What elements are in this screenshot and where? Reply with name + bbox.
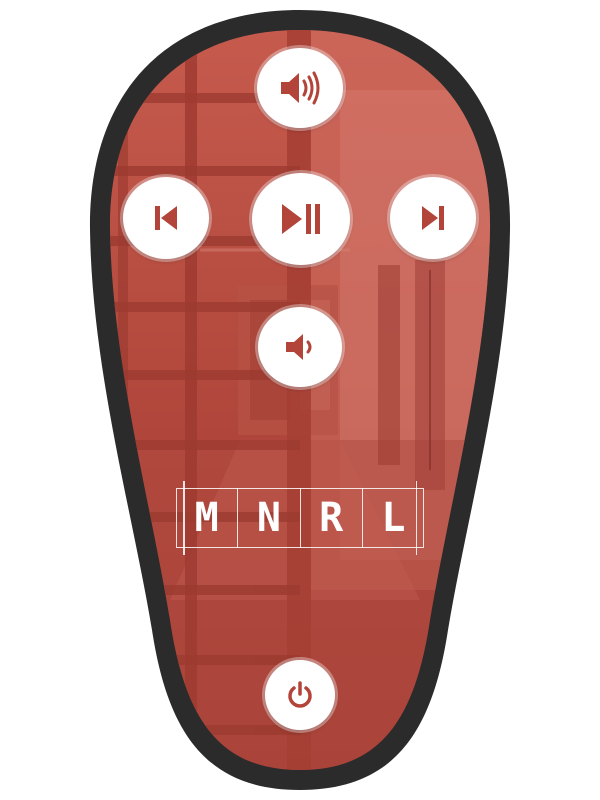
skip-next-icon: [422, 206, 444, 230]
logo-letter: L: [381, 495, 406, 541]
play-pause-icon: [282, 204, 320, 234]
previous-button[interactable]: [123, 177, 209, 259]
next-button[interactable]: [390, 177, 476, 259]
volume-up-button[interactable]: [257, 48, 343, 128]
logo-letter: R: [301, 488, 363, 548]
brand-logo: M N R L: [176, 488, 424, 548]
volume-down-button[interactable]: [258, 307, 342, 387]
play-pause-button[interactable]: [252, 173, 350, 265]
power-icon: [288, 681, 312, 708]
logo-letter: N: [238, 488, 301, 548]
speaker-loud-icon: [281, 71, 320, 105]
power-button[interactable]: [265, 660, 335, 730]
logo-letter: M: [176, 488, 239, 548]
speaker-quiet-icon: [286, 334, 312, 360]
skip-previous-icon: [155, 206, 177, 230]
